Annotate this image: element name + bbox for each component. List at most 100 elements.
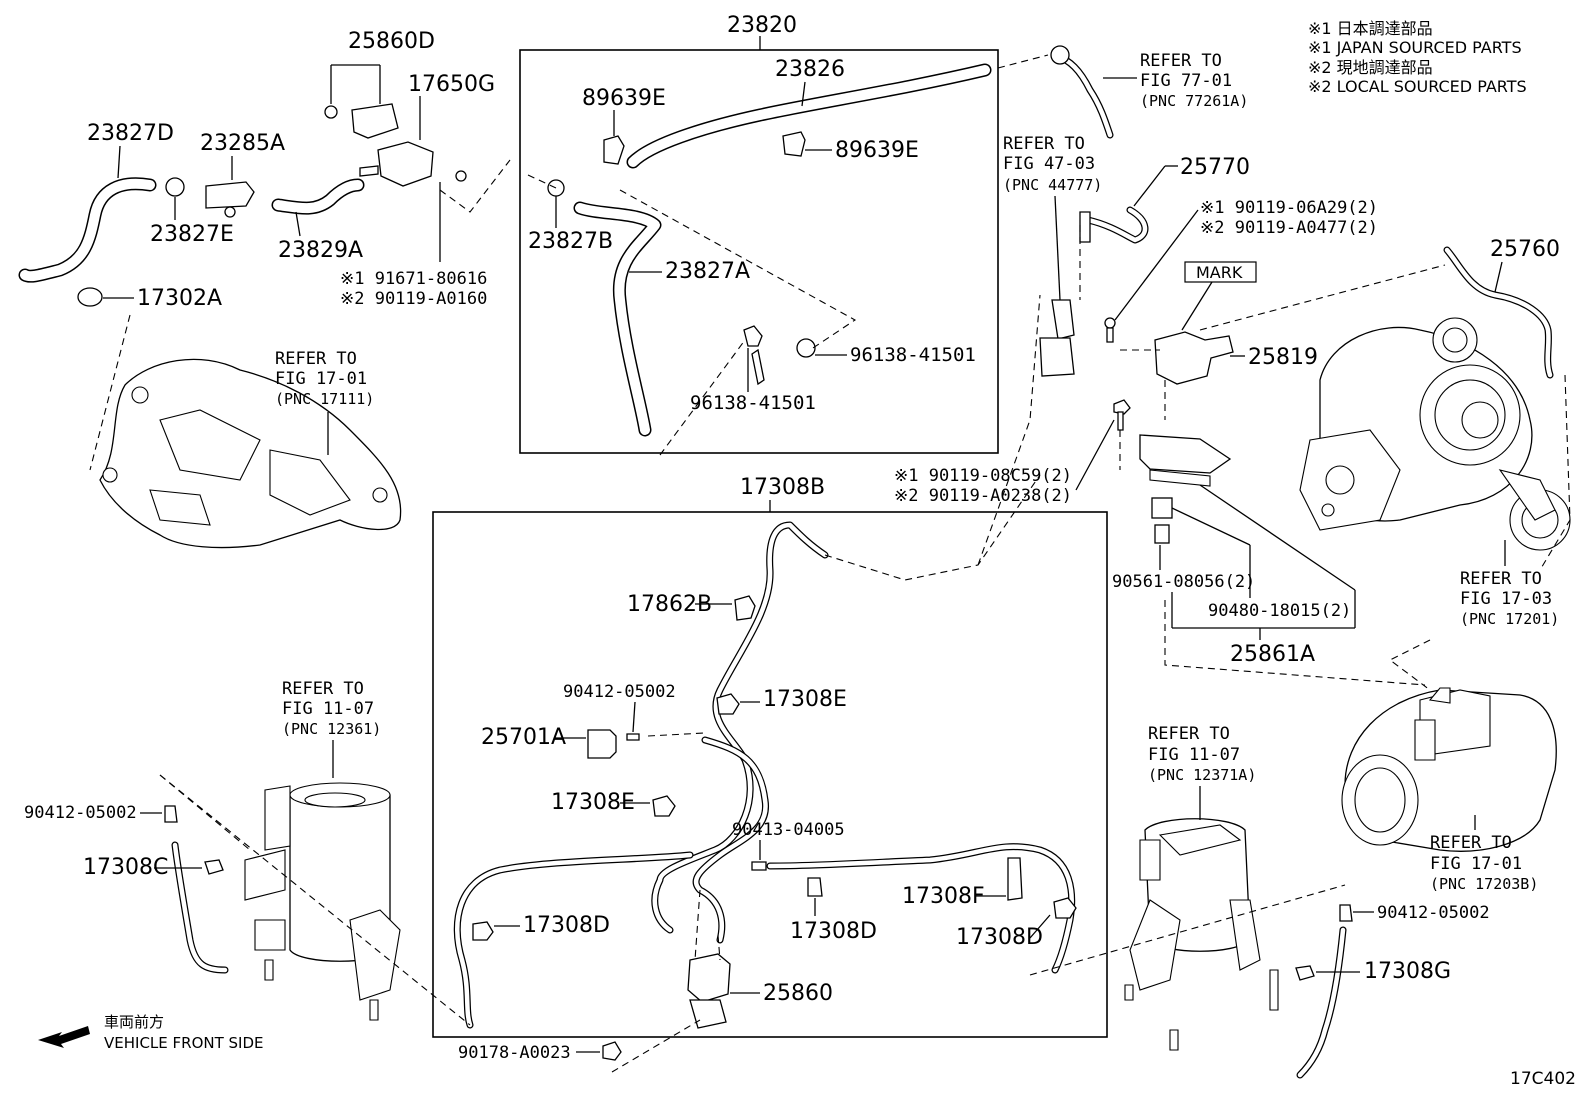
label-90119-A0160: ※2 90119-A0160	[340, 289, 487, 309]
clamp-17308D-a	[472, 921, 494, 941]
group-box-23820	[519, 49, 999, 454]
joint-90412-right	[1339, 904, 1353, 922]
label-25861A: 25861A	[1230, 642, 1315, 667]
bolt-91671	[455, 170, 467, 182]
group-top-left: 25860D 17650G ※1 91671-80616 ※2 90119-A0…	[18, 29, 511, 471]
ref-11-07b-line2: FIG 11-07	[1148, 745, 1240, 765]
label-96138-b: 96138-41501	[850, 344, 976, 366]
label-17308D-a: 17308D	[523, 913, 610, 938]
label-23826: 23826	[775, 57, 845, 82]
clamp-17308E-a	[716, 693, 740, 715]
vsv-17650G	[377, 141, 434, 187]
bolt-90119-06A29	[1104, 317, 1116, 329]
clamp-17308E-b	[652, 795, 676, 817]
label-17308F: 17308F	[902, 884, 985, 909]
ref-17-03-line1: REFER TO	[1460, 569, 1542, 589]
hose-17308G	[1296, 926, 1347, 1079]
label-17302A: 17302A	[137, 286, 222, 311]
ref-17-01b-line2: FIG 17-01	[1430, 854, 1522, 874]
label-17308D-b: 17308D	[790, 919, 877, 944]
ref-17-03-line2: FIG 17-03	[1460, 589, 1552, 609]
label-89639E-b: 89639E	[835, 138, 919, 163]
label-90119-08C59: ※1 90119-08C59(2)	[894, 466, 1072, 486]
label-25819: 25819	[1248, 345, 1318, 370]
direction-en: VEHICLE FRONT SIDE	[104, 1034, 264, 1052]
label-23827E: 23827E	[150, 222, 234, 247]
collar-90561	[1154, 524, 1170, 544]
part-90178: 90178-A0023	[458, 1019, 701, 1073]
group-bottom-right: REFER TO FIG 11-07 (PNC 12371A) 90412-05…	[1029, 724, 1490, 1079]
label-90412-left: 90412-05002	[24, 803, 137, 823]
air-pipe-17203B	[1341, 687, 1557, 852]
clamp-23827E	[165, 177, 185, 197]
filter-25701A	[587, 729, 617, 759]
label-90119-06A29: ※1 90119-06A29(2)	[1200, 198, 1378, 218]
legend-line-1: ※1 日本調達部品	[1308, 19, 1433, 38]
legend-line-4: ※2 LOCAL SOURCED PARTS	[1308, 77, 1527, 96]
ref-77-01-line3: (PNC 77261A)	[1140, 92, 1248, 110]
front-arrow-icon	[38, 1026, 90, 1048]
part-96138-b	[796, 338, 816, 358]
ref-47-03-line2: FIG 47-03	[1003, 154, 1095, 174]
label-90119-A0238: ※2 90119-A0238(2)	[894, 486, 1072, 506]
connector-44777	[1039, 337, 1075, 377]
ref-47-03-line1: REFER TO	[1003, 134, 1085, 154]
part-96138-a	[743, 325, 763, 347]
clamp-17308C	[204, 859, 224, 875]
legend: ※1 日本調達部品 ※1 JAPAN SOURCED PARTS ※2 現地調達…	[1308, 19, 1527, 96]
ref-17-01a-line3: (PNC 17111)	[275, 390, 374, 408]
joint-90412-in	[626, 733, 640, 741]
label-23285A: 23285A	[200, 131, 285, 156]
label-90413: 90413-04005	[732, 820, 845, 840]
label-90480: 90480-18015(2)	[1208, 601, 1351, 621]
clamp-17308D-b	[807, 877, 823, 897]
label-90561: 90561-08056(2)	[1112, 572, 1255, 592]
joint-90412-left	[164, 805, 178, 823]
label-17308D-c: 17308D	[956, 925, 1043, 950]
mark-box	[1184, 261, 1257, 283]
label-25701A: 25701A	[481, 725, 566, 750]
label-90178: 90178-A0023	[458, 1043, 571, 1063]
ref-17-03-line3: (PNC 17201)	[1460, 610, 1559, 628]
clamp-17308D-c	[1053, 897, 1077, 919]
label-91671: ※1 91671-80616	[340, 269, 487, 289]
vsv-25860	[687, 953, 731, 1003]
label-17308E-a: 17308E	[763, 687, 847, 712]
ref-77-01-line1: REFER TO	[1140, 51, 1222, 71]
clamp-17302A	[77, 287, 103, 307]
label-90119-A0477: ※2 90119-A0477(2)	[1200, 218, 1378, 238]
hose-17308-left	[453, 851, 694, 1029]
label-23827A: 23827A	[665, 259, 750, 284]
ref-17-01b-line1: REFER TO	[1430, 833, 1512, 853]
valve-23285A	[205, 181, 255, 209]
joint-90413	[751, 861, 767, 871]
ref-17-01a-line2: FIG 17-01	[275, 369, 367, 389]
ref-11-07a-line1: REFER TO	[282, 679, 364, 699]
group-23820: 23820 23826 89639E 89639E 23827A 23827B …	[527, 13, 992, 456]
label-17308B: 17308B	[740, 475, 825, 500]
label-89639E-a: 89639E	[582, 86, 666, 111]
clamp-17308G	[1295, 965, 1315, 981]
label-23820: 23820	[727, 13, 797, 38]
ref-47-03-line3: (PNC 44777)	[1003, 176, 1102, 194]
label-23829A: 23829A	[278, 238, 363, 263]
turbocharger	[1299, 317, 1571, 551]
legend-line-3: ※2 現地調達部品	[1308, 58, 1433, 77]
label-90412-in: 90412-05002	[563, 682, 676, 702]
diagram-id: 17C402	[1510, 1069, 1576, 1089]
mark-label: MARK	[1196, 263, 1243, 282]
group-top-right: REFER TO FIG 77-01 (PNC 77261A) REFER TO…	[894, 45, 1571, 893]
label-25860: 25860	[763, 981, 833, 1006]
label-23827B: 23827B	[528, 229, 613, 254]
label-25860D: 25860D	[348, 29, 435, 54]
clamp-89639E-b	[782, 131, 806, 157]
bolt-25860D	[324, 105, 338, 119]
legend-line-2: ※1 JAPAN SOURCED PARTS	[1308, 38, 1522, 57]
label-17650G: 17650G	[408, 72, 495, 97]
engine-mount-12371A	[1124, 818, 1279, 1051]
clamp-89639E-a	[603, 135, 625, 165]
bolt-90119-08C59	[1113, 399, 1131, 415]
label-23827D: 23827D	[87, 121, 174, 146]
label-90412-right: 90412-05002	[1377, 903, 1490, 923]
